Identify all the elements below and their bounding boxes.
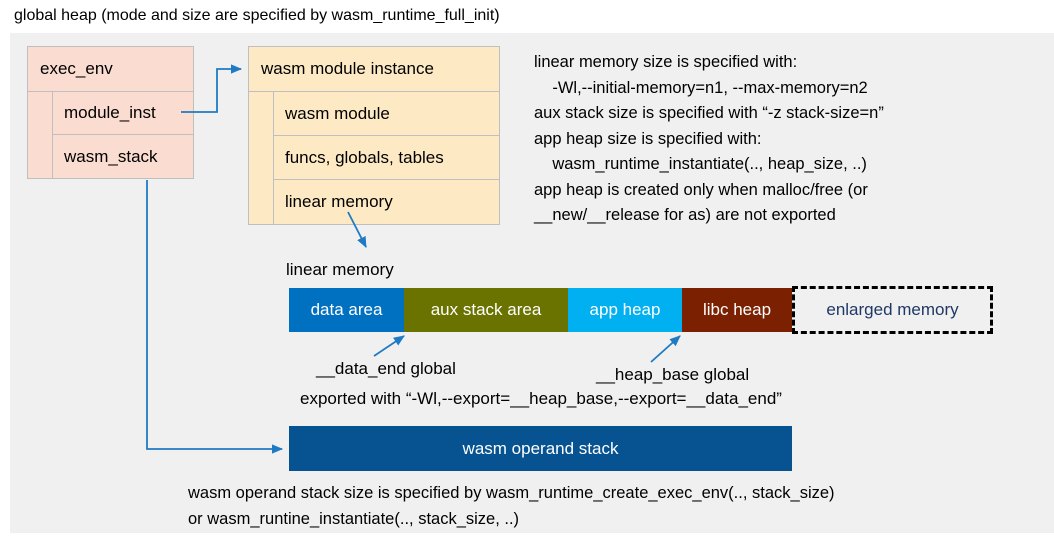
field-funcs-globals-tables: funcs, globals, tables	[274, 136, 499, 180]
memory-segment-app-heap: app heap	[568, 288, 682, 332]
wasm-module-instance-body: wasm module funcs, globals, tables linea…	[249, 92, 499, 224]
wasm-module-instance-box: wasm module instance wasm module funcs, …	[248, 46, 500, 225]
annotation-heap-base-global: __heap_base global	[596, 365, 750, 384]
linear-memory-bar: data area aux stack area app heap libc h…	[289, 286, 993, 334]
exec-env-box: exec_env module_inst wasm_stack	[27, 46, 194, 179]
annotation-exported-with: exported with “-Wl,--export=__heap_base,…	[300, 389, 782, 408]
memory-segment-enlarged-memory: enlarged memory	[792, 286, 993, 334]
wasm-module-instance-header: wasm module instance	[249, 47, 499, 92]
field-linear-memory: linear memory	[285, 192, 393, 211]
operand-stack-notes: wasm operand stack size is specified by …	[188, 484, 835, 528]
annotation-data-end-global: __data_end global	[316, 359, 456, 378]
exec-env-header: exec_env	[28, 47, 193, 92]
wasm-operand-stack-bar: wasm operand stack	[289, 426, 792, 471]
exec-env-fields: module_inst wasm_stack	[53, 92, 193, 178]
linear-memory-caption: linear memory	[286, 260, 394, 279]
page-title: global heap (mode and size are specified…	[14, 7, 500, 24]
memory-segment-aux-stack-area: aux stack area	[404, 288, 568, 332]
exec-env-field-wasm-stack: wasm_stack	[64, 146, 158, 166]
exec-env-field-module-inst: module_inst	[53, 92, 193, 135]
wasm-module-instance-gutter	[249, 92, 274, 224]
memory-segment-data-area: data area	[289, 288, 404, 332]
memory-segment-libc-heap: libc heap	[682, 288, 792, 332]
linear-memory-notes: linear memory size is specified with: -W…	[534, 53, 884, 224]
field-wasm-module: wasm module	[274, 92, 499, 136]
wasm-module-instance-fields: wasm module funcs, globals, tables linea…	[274, 92, 499, 224]
exec-env-body: module_inst wasm_stack	[28, 92, 193, 178]
exec-env-gutter	[28, 92, 53, 178]
